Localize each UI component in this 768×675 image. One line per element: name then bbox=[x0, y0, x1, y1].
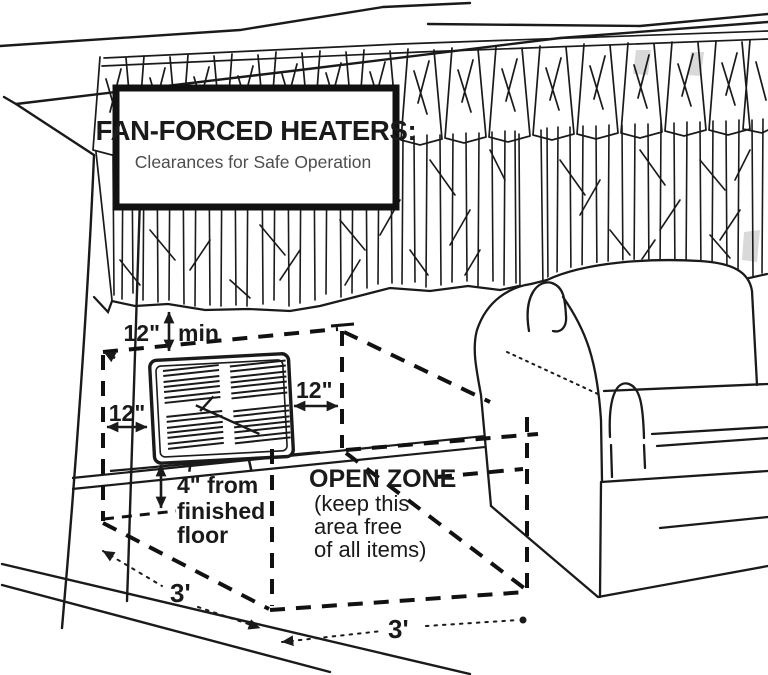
right-clearance-label: 12" bbox=[296, 377, 333, 403]
couch-arm bbox=[473, 281, 604, 508]
left-wall-corner bbox=[2, 95, 143, 630]
depth-measure-right-b bbox=[425, 619, 520, 627]
depth-measure-end-dot bbox=[519, 616, 527, 624]
open-zone-leader-dash bbox=[436, 467, 524, 479]
zone-depth-top-edge bbox=[343, 330, 491, 404]
zone-corner-marks bbox=[103, 322, 355, 363]
page-subtitle: Clearances for Safe Operation bbox=[135, 152, 371, 172]
top-clearance-suffix: min bbox=[178, 320, 219, 346]
left-clearance-label: 12" bbox=[109, 400, 146, 426]
wall-floor-band bbox=[71, 428, 545, 491]
open-zone-note-line3: of all items) bbox=[314, 537, 426, 562]
zone-corner-arrow bbox=[103, 350, 117, 363]
zone-back-top-edge bbox=[102, 327, 339, 354]
title-box: FAN-FORCED HEATERS: Clearances for Safe … bbox=[96, 84, 417, 211]
floor-clearance-line1: 4" from bbox=[177, 472, 258, 498]
floor-clearance-line3: floor bbox=[177, 522, 228, 548]
open-zone-note-line2: area free bbox=[314, 514, 402, 539]
depth-measure-left-a bbox=[102, 550, 163, 587]
depth-measure-right-a bbox=[281, 630, 383, 647]
clearance-zone-dashes bbox=[101, 327, 539, 612]
zone-floor-right-edge bbox=[344, 451, 526, 590]
measure-arrows bbox=[106, 311, 339, 509]
baseboard-lines bbox=[0, 562, 472, 675]
top-clearance-value: 12" bbox=[124, 320, 161, 346]
zone-top-tick bbox=[330, 322, 355, 328]
curtain-shading bbox=[633, 50, 760, 262]
zone-wall-bottom-edge bbox=[345, 432, 539, 452]
depth-right-label: 3' bbox=[388, 614, 409, 644]
zone-floor-left-edge bbox=[102, 521, 270, 611]
heater-grille bbox=[162, 359, 291, 472]
curtain-left bbox=[92, 130, 521, 315]
zone-floor-line-bit bbox=[103, 509, 177, 521]
heater bbox=[148, 352, 295, 472]
floor-clearance-line2: finished bbox=[177, 498, 265, 524]
page-title: FAN-FORCED HEATERS: bbox=[96, 115, 417, 146]
couch bbox=[473, 258, 768, 599]
open-zone-note-line1: (keep this bbox=[314, 491, 409, 516]
zone-floor-front-edge bbox=[269, 590, 527, 612]
depth-measure-lines bbox=[102, 550, 520, 647]
labels: 12" min 12" 12" 4" from finished floor O… bbox=[109, 320, 457, 644]
depth-measure-left-b bbox=[197, 606, 261, 630]
depth-left-label: 3' bbox=[170, 578, 191, 608]
open-zone-title: OPEN ZONE bbox=[309, 465, 456, 493]
